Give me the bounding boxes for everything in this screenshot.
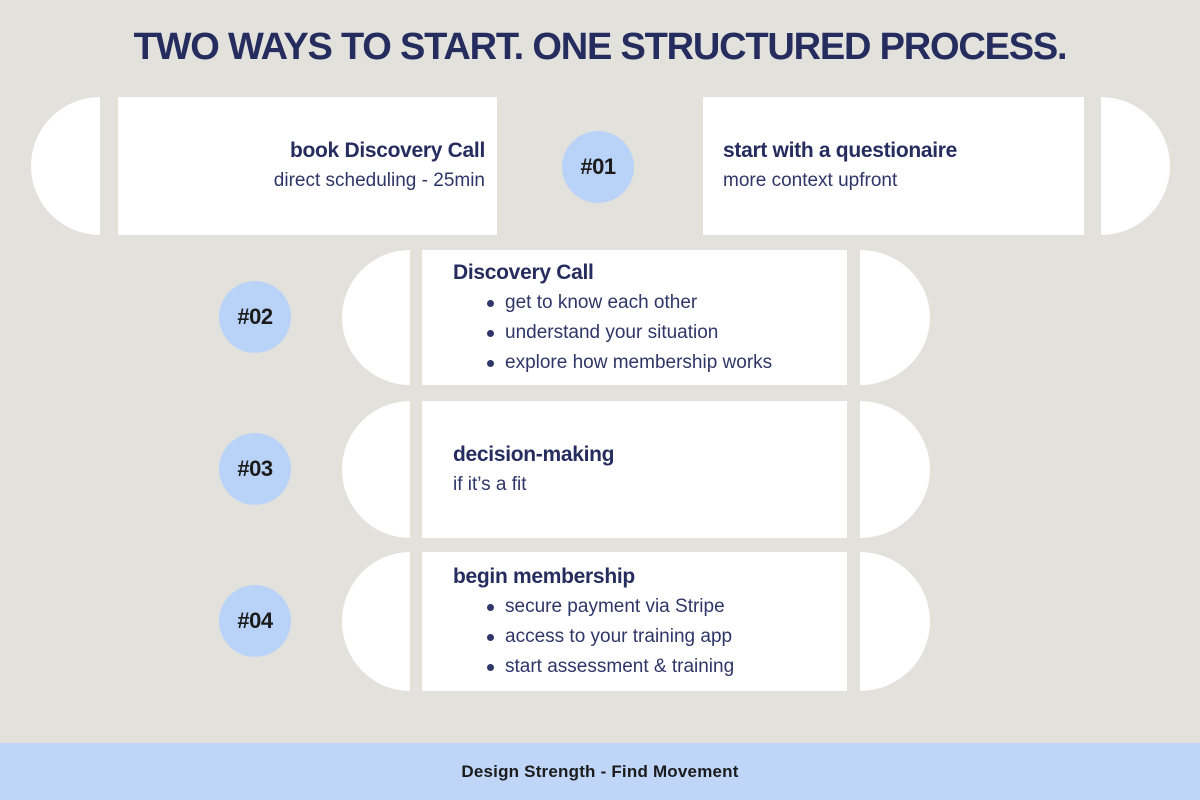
row4-right-arc-decoration: [860, 552, 930, 691]
step-decision-making-subtext: if it’s a fit: [453, 473, 527, 495]
option-book-call-subtext: direct scheduling - 25min: [273, 170, 485, 191]
option-questionaire-subtext: more context upfront: [723, 170, 898, 191]
bullet-item: access to your training app: [487, 622, 847, 652]
option-questionaire-heading: start with a questionaire: [723, 139, 958, 162]
footer-bar: Design Strength - Find Movement: [0, 743, 1200, 800]
row3-left-arc-decoration: [342, 401, 410, 538]
step-card-discovery-call: Discovery Call get to know each other un…: [422, 250, 847, 385]
footer-brand-label: Design Strength - Find Movement: [461, 761, 739, 781]
step-begin-membership-heading: begin membership: [453, 564, 635, 588]
step-begin-membership-bullet-list: secure payment via Stripe access to your…: [453, 592, 847, 682]
bullet-item: explore how membership works: [487, 348, 847, 378]
row4-left-arc-decoration: [342, 552, 410, 691]
bullet-item: understand your situation: [487, 318, 847, 348]
row2-right-arc-decoration: [860, 250, 930, 385]
step-card-decision-making: decision-making if it’s a fit: [422, 401, 847, 538]
row1-right-arc-decoration: [1101, 97, 1170, 235]
step-card-begin-membership: begin membership secure payment via Stri…: [422, 552, 847, 691]
step-badge-04: #04: [219, 585, 291, 657]
step-badge-02: #02: [219, 281, 291, 353]
row3-right-arc-decoration: [860, 401, 930, 538]
page-title: TWO WAYS TO START. ONE STRUCTURED PROCES…: [133, 26, 1068, 68]
step-badge-01: #01: [562, 131, 634, 203]
bullet-item: get to know each other: [487, 288, 847, 318]
option-card-book-call: book Discovery Call direct scheduling - …: [118, 97, 497, 235]
step-discovery-call-bullet-list: get to know each other understand your s…: [453, 288, 847, 378]
bullet-item: secure payment via Stripe: [487, 592, 847, 622]
row1-left-arc-decoration: [31, 97, 100, 235]
step-discovery-call-heading: Discovery Call: [453, 260, 594, 284]
option-card-questionaire: start with a questionaire more context u…: [703, 97, 1084, 235]
step-decision-making-heading: decision-making: [453, 442, 615, 466]
option-book-call-heading: book Discovery Call: [289, 139, 485, 162]
row2-left-arc-decoration: [342, 250, 410, 385]
step-badge-03: #03: [219, 433, 291, 505]
bullet-item: start assessment & training: [487, 652, 847, 682]
